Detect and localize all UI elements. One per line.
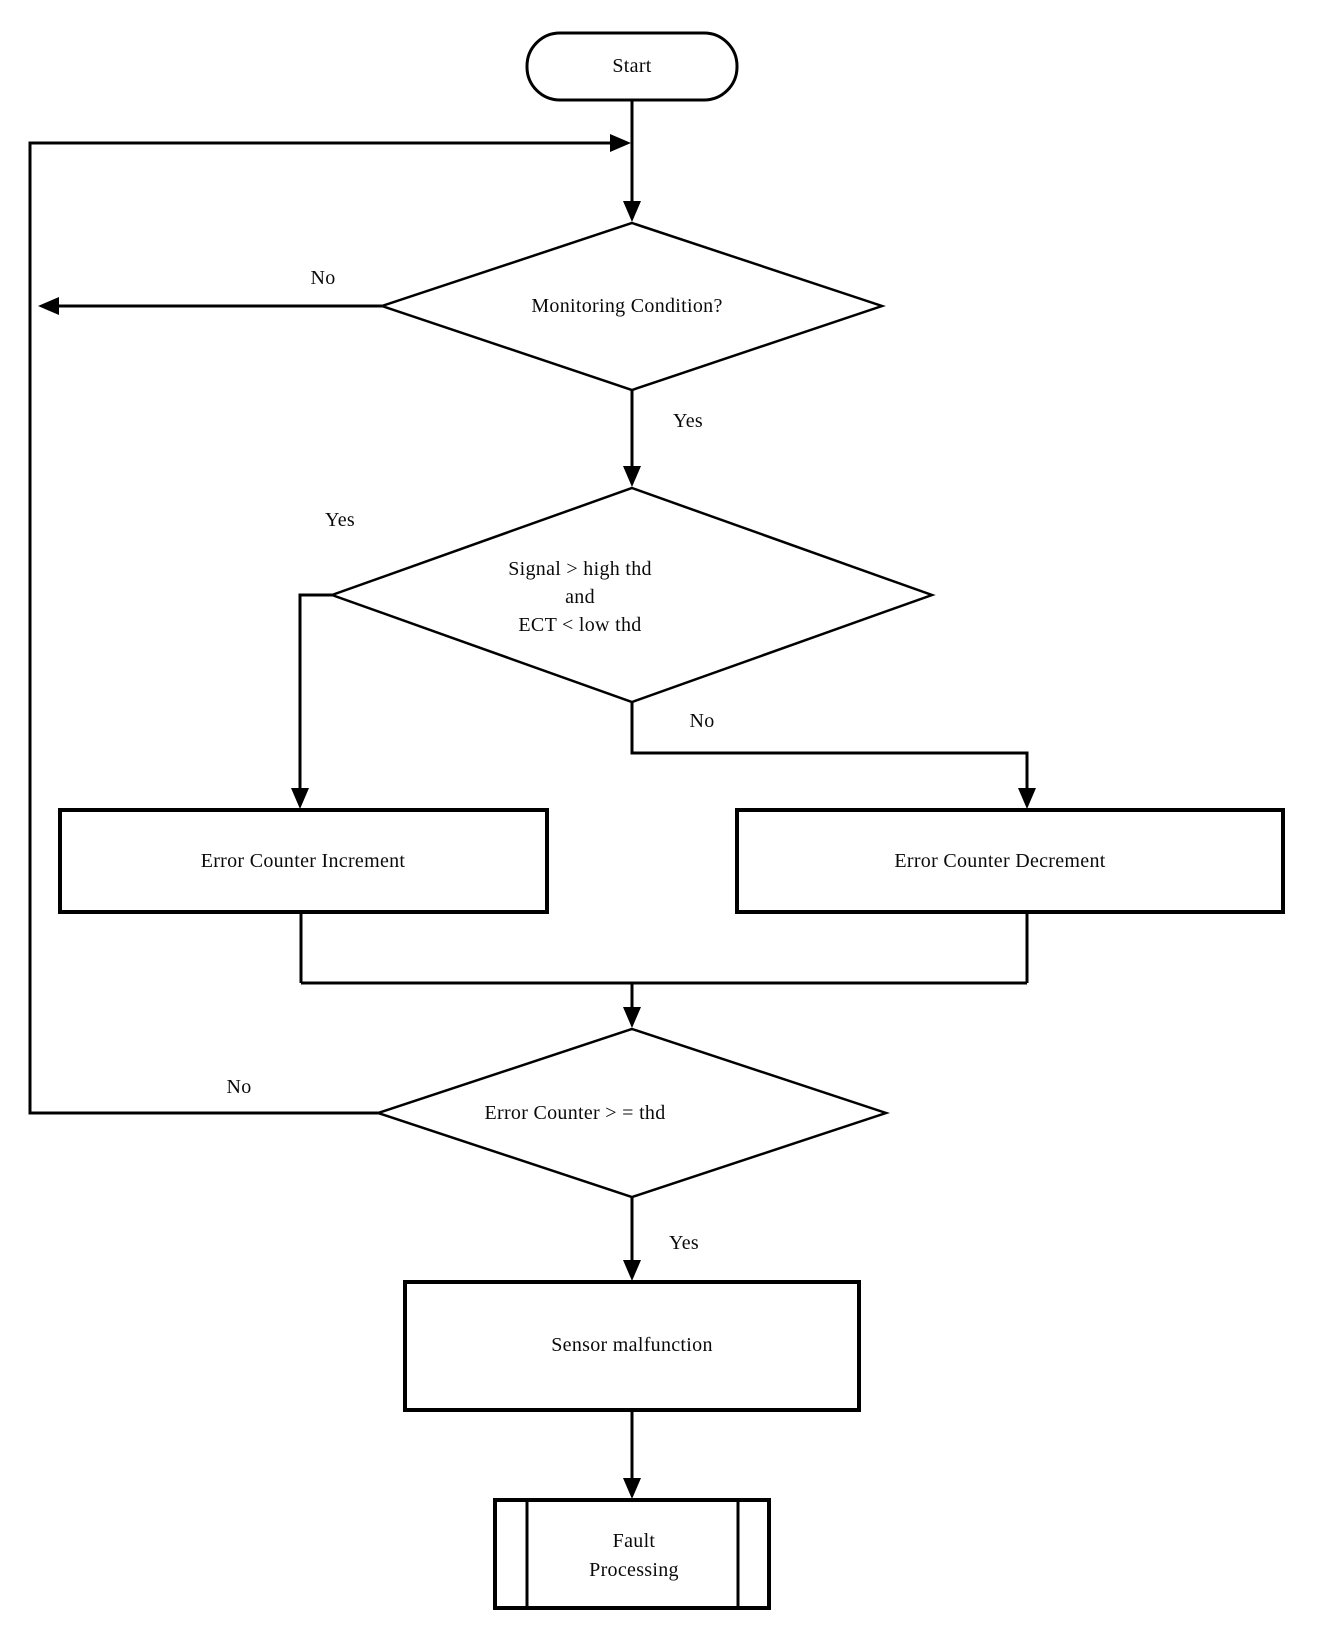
edge-signal-yes — [298, 593, 332, 792]
signal-decision-shape — [328, 486, 936, 704]
increment-process-shape — [58, 808, 549, 914]
arrowhead-into-threshold — [623, 1007, 641, 1028]
arrowhead-into-fault — [623, 1478, 641, 1499]
arrowhead-into-malfunction — [623, 1260, 641, 1281]
arrowhead-into-increment — [291, 788, 309, 809]
signal-check-line-1: Signal > high thd — [508, 558, 652, 580]
signal-check-line-3: ECT < low thd — [518, 614, 642, 636]
monitoring-no-label: No — [310, 267, 336, 289]
edge-loop-return — [28, 141, 612, 1115]
monitoring-condition-label: Monitoring Condition? — [531, 295, 723, 317]
monitoring-decision-shape — [378, 221, 886, 392]
error-counter-increment-label: Error Counter Increment — [200, 850, 406, 872]
threshold-decision-shape — [374, 1027, 890, 1199]
signal-no-label: No — [689, 710, 715, 732]
edge-signal-no — [630, 702, 1029, 792]
error-counter-decrement-label: Error Counter Decrement — [894, 850, 1106, 872]
monitoring-yes-label: Yes — [672, 410, 704, 432]
fault-processing-line-2: Processing — [589, 1559, 679, 1581]
fault-processing-line-1: Fault — [612, 1530, 656, 1552]
arrowhead-monitoring-no — [38, 297, 59, 315]
arrowhead-into-signal — [623, 466, 641, 487]
error-counter-threshold-label: Error Counter > = thd — [484, 1102, 666, 1124]
sensor-malfunction-label: Sensor malfunction — [551, 1334, 713, 1356]
start-terminator-shape — [525, 31, 739, 102]
signal-check-label: Signal > high thd and ECT < low thd — [508, 555, 652, 639]
fault-predefined-shape — [493, 1498, 771, 1610]
malfunction-process-shape — [403, 1280, 861, 1412]
arrowhead-into-decrement — [1018, 788, 1036, 809]
threshold-no-label: No — [226, 1076, 252, 1098]
start-label: Start — [612, 55, 652, 77]
decrement-process-shape — [735, 808, 1285, 914]
signal-check-line-2: and — [565, 586, 595, 608]
signal-yes-label: Yes — [324, 509, 356, 531]
threshold-yes-label: Yes — [668, 1232, 700, 1254]
arrowhead-loop-join — [610, 134, 631, 152]
arrowhead-into-monitoring — [623, 201, 641, 222]
fault-processing-label: Fault Processing — [589, 1527, 679, 1585]
